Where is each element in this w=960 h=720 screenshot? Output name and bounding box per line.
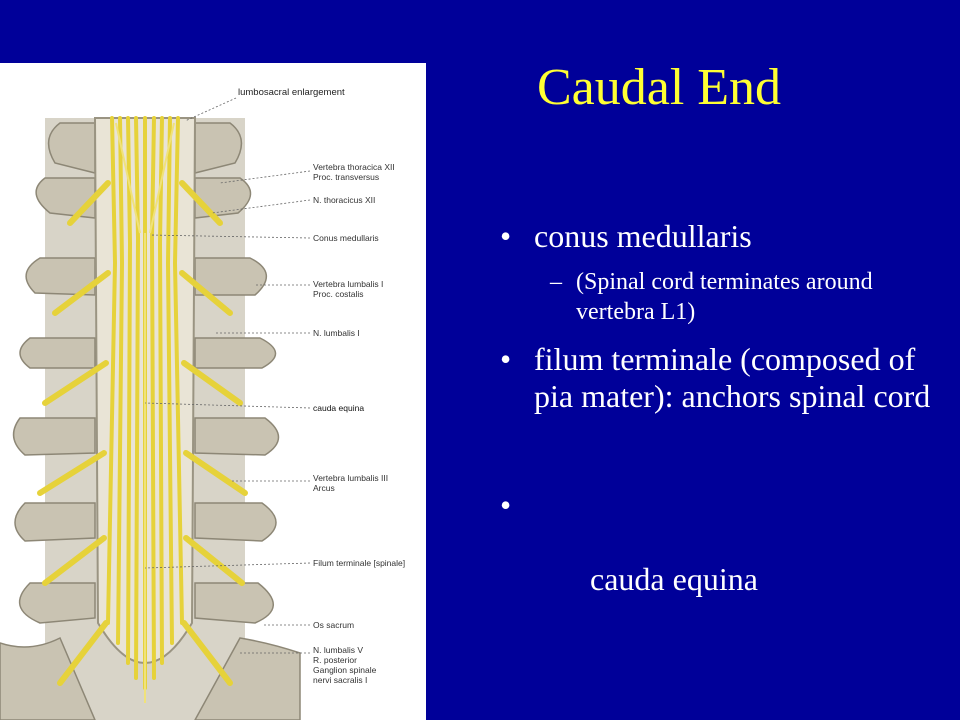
anatomy-figure: lumbosacral enlargement Vertebra thoraci…	[0, 63, 426, 720]
bullet-item: • conus medullaris	[500, 218, 960, 255]
bullet-marker: •	[500, 218, 512, 254]
bullet-marker: •	[500, 341, 512, 377]
label-vertebra-lumbalis-3: Vertebra lumbalis III	[313, 473, 389, 483]
label-proc-costalis: Proc. costalis	[313, 289, 364, 299]
label-os-sacrum: Os sacrum	[313, 620, 355, 630]
label-filum-terminale: Filum terminale [spinale]	[313, 558, 406, 568]
label-lumbosacral-enlargement: lumbosacral enlargement	[238, 87, 345, 98]
label-ganglion-spinale: Ganglion spinale	[313, 665, 377, 675]
bullet-item: • filum terminale (composed of pia mater…	[500, 341, 960, 415]
sub-bullet-item: – (Spinal cord terminates around vertebr…	[500, 267, 906, 327]
bullet-list: • conus medullaris – (Spinal cord termin…	[500, 218, 960, 635]
label-proc-transversus: Proc. transversus	[313, 172, 380, 182]
label-nervi-sacralis: nervi sacralis I	[313, 675, 368, 685]
label-r-posterior: R. posterior	[313, 655, 357, 665]
bullet-text-conus: conus medullaris	[534, 218, 752, 254]
label-vertebra-thoracica: Vertebra thoracica XII	[313, 162, 395, 172]
bullet-text-cauda: cauda equina	[582, 561, 758, 597]
slide-title: Caudal End	[537, 59, 782, 116]
label-n-lumbalis-5: N. lumbalis V	[313, 645, 364, 655]
spine-illustration	[0, 63, 426, 720]
label-conus-medullaris: Conus medullaris	[313, 233, 379, 243]
label-n-thoracicus: N. thoracicus XII	[313, 195, 376, 205]
bullet-item: • cauda equina	[500, 487, 960, 635]
sub-bullet-text: (Spinal cord terminates around vertebra …	[576, 269, 873, 325]
label-cauda-equina: cauda equina	[313, 403, 365, 413]
bullet-text-filum: filum terminale (composed of pia mater):…	[534, 341, 931, 414]
label-n-lumbalis-1: N. lumbalis I	[313, 328, 360, 338]
bullet-marker: •	[500, 487, 512, 523]
label-arcus: Arcus	[313, 483, 335, 493]
sub-bullet-marker: –	[550, 269, 562, 295]
label-vertebra-lumbalis-1: Vertebra lumbalis I	[313, 279, 384, 289]
